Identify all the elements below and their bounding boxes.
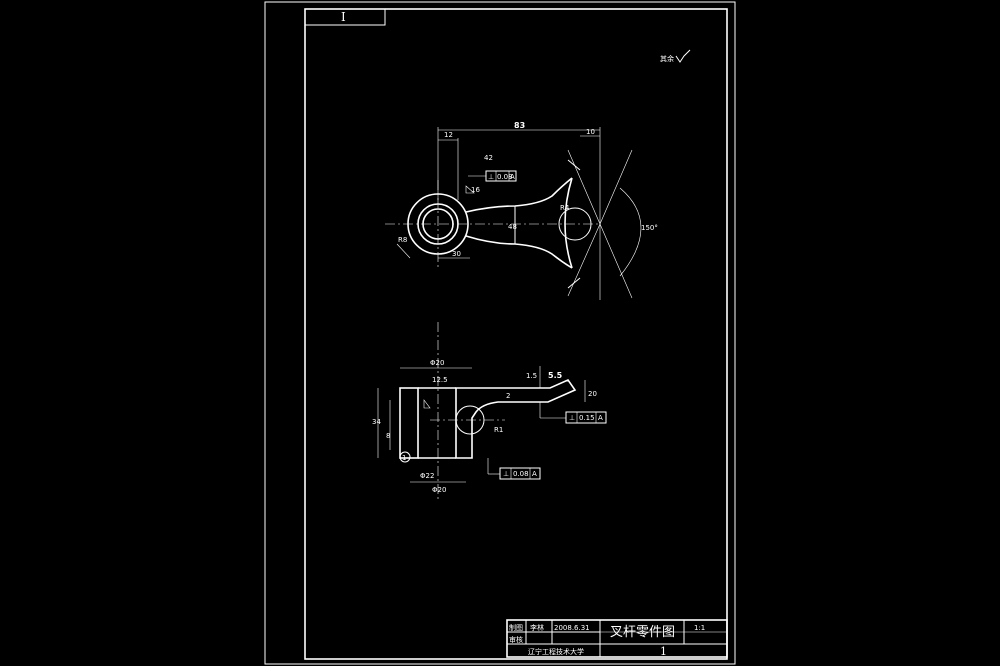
dim-text-83: 83 (514, 121, 525, 130)
section-view: ⊥ 0.15 A ⊥ 0.08 A 1 Φ20 1.5 5.5 12.5 34 … (372, 322, 607, 500)
sec-tol1-value: 0.15 (579, 414, 595, 422)
sec-dim-2: 2 (506, 392, 510, 400)
tb-scale: 1:1 (694, 624, 705, 632)
arm-lower-edge (465, 235, 573, 269)
section-tolerance-frame-2 (499, 467, 541, 480)
sec-dim-34: 34 (372, 418, 381, 426)
dim-text-r4: R4 (560, 204, 570, 212)
view-marker-text: 1 (402, 454, 406, 462)
fork-hole-circle (558, 207, 592, 241)
angle-ray-bottom (599, 223, 633, 299)
sec-tol1-datum: A (598, 414, 603, 422)
tb-checked-label: 审核 (509, 635, 523, 644)
section-left-wall (399, 387, 419, 459)
sec-tol2-datum: A (532, 470, 537, 478)
dim-text-16: 16 (471, 186, 480, 194)
ray-left-bottom (567, 223, 601, 297)
tb-sheet-no: 1 (660, 645, 667, 658)
top-tol-datum: A (510, 173, 515, 181)
roughness-note-text: 其余 (660, 54, 674, 63)
sec-dim-phi20-bottom: Φ20 (432, 486, 446, 494)
tb-date: 2008.6.31 (554, 624, 590, 632)
section-datum-icon (423, 399, 431, 409)
arm-upper-edge (465, 177, 573, 213)
dim-text-angle: 150° (641, 224, 658, 232)
tb-school: 辽宁工程技术大学 (528, 647, 584, 656)
tb-drawn-name: 李林 (530, 623, 544, 632)
section-tolerance-frame-1 (565, 411, 607, 424)
dim-text-10: 10 (586, 128, 595, 136)
zone-label: I (341, 10, 346, 24)
top-view: ⊥ 0.08 A 12 83 10 30 48 16 42 R8 R4 150° (385, 121, 658, 300)
sec-dim-5-5: 5.5 (548, 371, 563, 380)
tb-part-name: 叉杆零件图 (610, 625, 675, 640)
sec-tol1-symbol: ⊥ (569, 414, 575, 422)
sec-dim-12-5: 12.5 (432, 376, 448, 384)
sec-dim-phi20: Φ20 (430, 359, 444, 367)
sec-tol2-symbol: ⊥ (503, 470, 509, 478)
boss-inner-circle (422, 208, 454, 240)
dim-text-30: 30 (452, 250, 461, 258)
leader-r8 (396, 243, 411, 259)
zone-label-box (304, 8, 386, 26)
section-fillet-circle (455, 405, 485, 435)
section-right-wall-arm (455, 379, 577, 459)
tb-drawn-label: 制图 (509, 623, 523, 632)
roughness-symbol-icon (675, 49, 691, 63)
top-tolerance-frame (485, 170, 517, 182)
ray-left-top (567, 149, 601, 225)
datum-triangle-icon (465, 185, 475, 194)
sec-dim-phi22: Φ22 (420, 472, 434, 480)
dim-text-42: 42 (484, 154, 493, 162)
sec-dim-r1: R1 (494, 426, 503, 434)
title-block-frame (506, 619, 728, 658)
sec-tol2-value: 0.08 (513, 470, 529, 478)
boss-middle-circle (417, 203, 459, 245)
top-tol-symbol: ⊥ (488, 173, 494, 181)
sec-dim-20: 20 (588, 390, 597, 398)
angle-arc (619, 187, 642, 277)
dim-text-12: 12 (444, 131, 453, 139)
title-block: 制图 审核 李林 2008.6.31 叉杆零件图 1:1 辽宁工程技术大学 1 (506, 619, 728, 658)
roughness-note: 其余 (660, 49, 691, 63)
sec-dim-8: 8 (386, 432, 390, 440)
view-marker-circle (399, 451, 411, 463)
top-tol-value: 0.08 (497, 173, 513, 181)
fork-inner-arc (564, 177, 573, 269)
sheet-outer-border (264, 1, 736, 665)
dim-text-r8: R8 (398, 236, 407, 244)
sec-dim-1-5: 1.5 (526, 372, 537, 380)
sheet-inner-border (304, 8, 728, 660)
angle-ray-top (599, 149, 633, 225)
dim-text-48: 48 (508, 223, 517, 231)
